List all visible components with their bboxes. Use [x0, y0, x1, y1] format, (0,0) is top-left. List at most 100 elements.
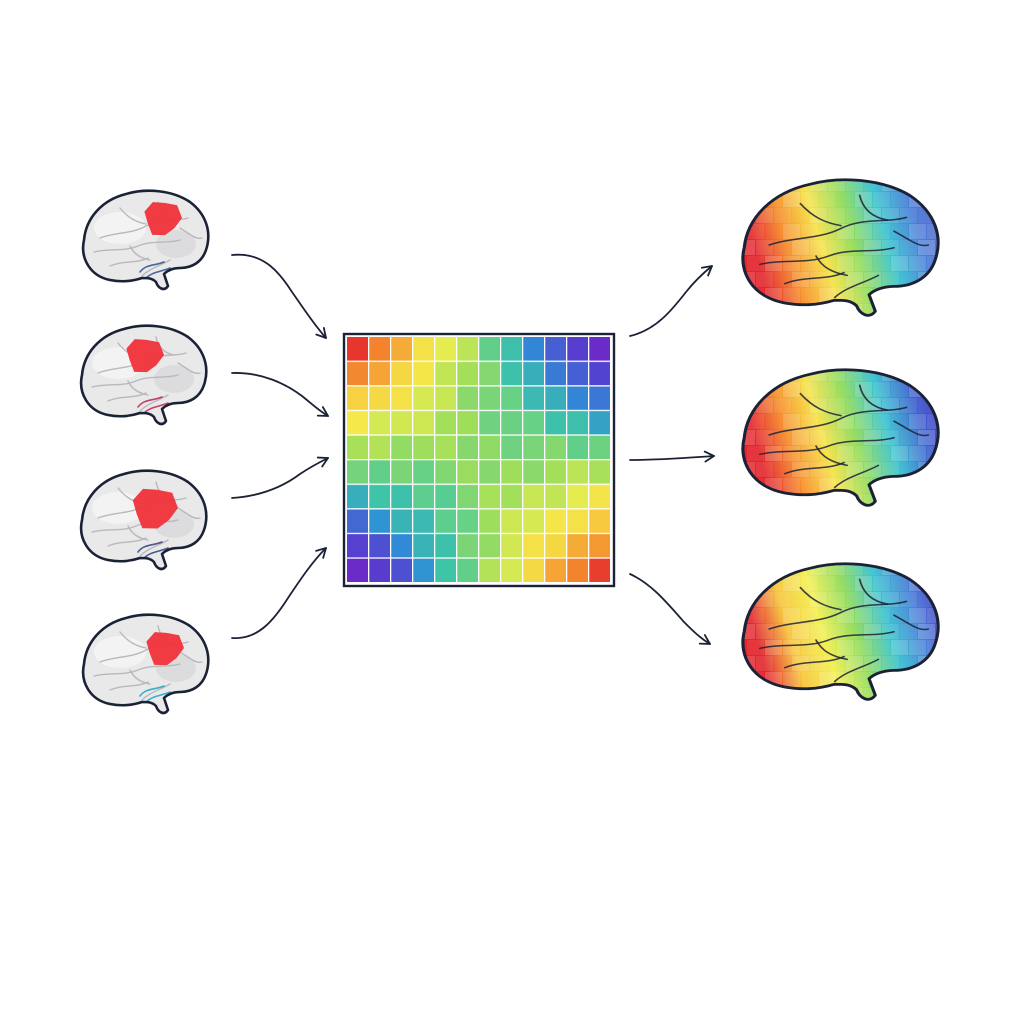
matrix-cell [435, 361, 456, 386]
map-brain-2 [741, 368, 940, 507]
matrix-cell [369, 435, 390, 459]
matrix-cell [347, 509, 368, 533]
connectivity-matrix [342, 332, 616, 588]
matrix-cell [347, 386, 368, 410]
seed-region [132, 488, 178, 529]
matrix-cell [369, 533, 390, 558]
arrow-out-1 [629, 265, 713, 337]
matrix-cell [501, 460, 522, 484]
matrix-cell [413, 558, 434, 582]
matrix-cell [391, 386, 412, 410]
matrix-cell [369, 337, 390, 361]
matrix-cell [391, 460, 412, 484]
arrow-out-2 [629, 450, 715, 463]
matrix-cell [435, 558, 456, 582]
matrix-cell [479, 484, 500, 509]
matrix-cell [479, 509, 500, 533]
matrix-cell [347, 361, 368, 386]
arrow-in-4 [231, 547, 327, 639]
matrix-cell [391, 558, 412, 582]
matrix-cell [589, 386, 610, 410]
matrix-cell [347, 558, 368, 582]
matrix-cell [589, 533, 610, 558]
matrix-cell [545, 410, 566, 435]
matrix-cell [523, 337, 544, 361]
matrix-cell [567, 509, 588, 533]
matrix-cell [391, 484, 412, 509]
matrix-cell [347, 533, 368, 558]
matrix-cell [413, 533, 434, 558]
matrix-cell [501, 386, 522, 410]
matrix-cell [501, 533, 522, 558]
matrix-cell [523, 435, 544, 459]
matrix-cell [545, 460, 566, 484]
matrix-cell [413, 460, 434, 484]
seed-region [126, 339, 164, 373]
matrix-cell [413, 484, 434, 509]
matrix-cell [523, 509, 544, 533]
matrix-cell [501, 558, 522, 582]
matrix-cell [369, 558, 390, 582]
matrix-cell [391, 361, 412, 386]
matrix-cell [501, 410, 522, 435]
matrix-cell [369, 460, 390, 484]
matrix-cell [523, 460, 544, 484]
matrix-cell [567, 558, 588, 582]
matrix-cell [391, 533, 412, 558]
matrix-cell [523, 361, 544, 386]
matrix-cell [523, 558, 544, 582]
matrix-cell [545, 533, 566, 558]
matrix-cell [545, 386, 566, 410]
matrix-cell [589, 509, 610, 533]
matrix-cell [435, 460, 456, 484]
matrix-cell [479, 435, 500, 459]
matrix-cell [413, 509, 434, 533]
arrow-in-1 [231, 253, 327, 339]
matrix-cell [501, 484, 522, 509]
matrix-cell [457, 386, 478, 410]
matrix-cell [567, 337, 588, 361]
matrix-cell [545, 435, 566, 459]
matrix-cell [479, 558, 500, 582]
seed-brain-3 [79, 469, 208, 571]
matrix-cell [391, 410, 412, 435]
matrix-cell [457, 460, 478, 484]
matrix-cell [479, 361, 500, 386]
matrix-cell [567, 533, 588, 558]
matrix-cell [391, 509, 412, 533]
matrix-cell [567, 361, 588, 386]
matrix-cell [413, 386, 434, 410]
map-brain-1 [741, 178, 940, 317]
matrix-cell [523, 533, 544, 558]
matrix-cell [545, 509, 566, 533]
matrix-cell [435, 435, 456, 459]
matrix-cell [435, 337, 456, 361]
matrix-cell [567, 386, 588, 410]
matrix-cell [567, 435, 588, 459]
output-brains [741, 178, 940, 701]
matrix-cell [589, 558, 610, 582]
matrix-cell [567, 410, 588, 435]
matrix-cell [369, 410, 390, 435]
matrix-cell [589, 460, 610, 484]
matrix-cell [457, 558, 478, 582]
input-arrows [231, 253, 329, 639]
matrix-cell [545, 558, 566, 582]
seed-brain-2 [79, 324, 208, 426]
matrix-cell [479, 337, 500, 361]
matrix-cell [457, 337, 478, 361]
matrix-cell [523, 386, 544, 410]
matrix-cell [457, 435, 478, 459]
matrix-cell [435, 509, 456, 533]
matrix-cell [545, 361, 566, 386]
matrix-cell [479, 460, 500, 484]
matrix-cell [369, 386, 390, 410]
matrix-cell [435, 386, 456, 410]
matrix-cell [347, 435, 368, 459]
matrix-cell [457, 484, 478, 509]
matrix-cell [545, 337, 566, 361]
input-brains [79, 189, 210, 715]
matrix-cell [457, 509, 478, 533]
matrix-cell [567, 484, 588, 509]
